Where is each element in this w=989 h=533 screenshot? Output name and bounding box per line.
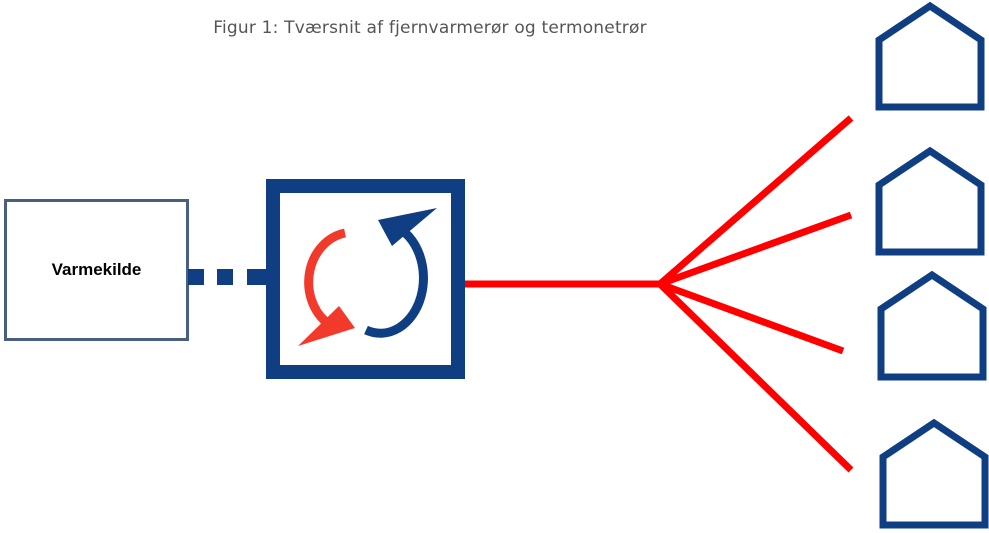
branch-pipe-4 — [657, 281, 854, 473]
house-icon — [875, 146, 985, 256]
figure-title: Figur 1: Tværsnit af fjernvarmerør og te… — [213, 18, 647, 38]
dashed-connector — [188, 269, 267, 285]
house-icon — [877, 270, 987, 381]
house-icon — [879, 418, 989, 529]
house-icon — [875, 1, 985, 111]
branch-pipe-2 — [658, 211, 853, 288]
heat-source-box: Varmekilde — [4, 199, 189, 341]
branch-pipe-1 — [657, 115, 854, 287]
heat-source-label: Varmekilde — [51, 260, 142, 279]
branch-pipe-3 — [658, 280, 845, 355]
heat-exchanger — [266, 179, 465, 379]
heat-exchange-cycle-icon — [298, 208, 437, 346]
distribution-lines — [465, 115, 854, 473]
